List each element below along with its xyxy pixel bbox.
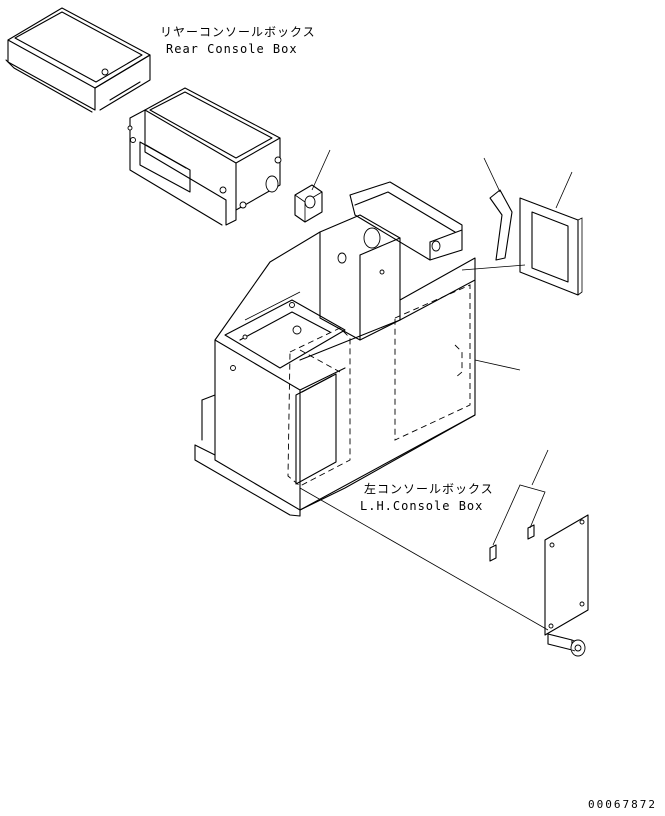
lh-console-label-en: L.H.Console Box [360,499,484,513]
rear-console-box [5,7,282,226]
bolt [547,633,586,657]
window-frame-gasket [519,171,583,296]
clip-strips [489,449,549,562]
strip-bracket [483,157,513,261]
rear-console-label-en: Rear Console Box [166,42,298,56]
lh-console-box [194,181,549,631]
square-grommet [294,149,331,223]
rear-console-label-jp: リヤーコンソールボックス [160,25,316,39]
lh-console-label-jp: 左コンソールボックス [364,482,494,496]
drawing-number: 00067872 [588,798,657,811]
cover-plate [544,514,589,636]
